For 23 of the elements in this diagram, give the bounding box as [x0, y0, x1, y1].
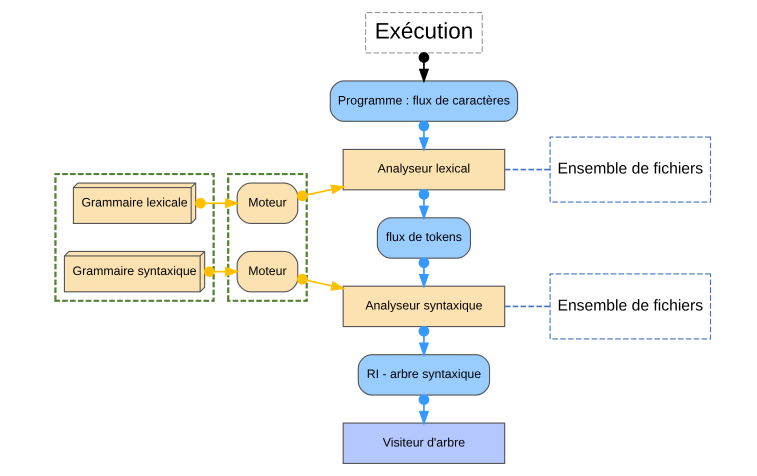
- node-box: Exécution: [365, 12, 483, 54]
- arrow: [418, 52, 430, 84]
- node-box: Analyseur syntaxique: [342, 286, 506, 328]
- arrow: [418, 120, 430, 152]
- node-box: Visiteur d'arbre: [342, 422, 506, 464]
- arrow: [418, 394, 430, 426]
- arrow: [297, 184, 346, 202]
- connector: [504, 168, 550, 170]
- node-box: Analyseur lexical: [342, 148, 506, 190]
- arrow: [297, 274, 346, 291]
- arrow: [418, 189, 430, 220]
- node-box: RI - arbre syntaxique: [358, 354, 490, 396]
- node-box: Ensemble de fichiers: [550, 273, 712, 340]
- arrow: [195, 198, 240, 209]
- arrow: [418, 326, 430, 358]
- node-box: Moteur: [236, 250, 298, 292]
- connector: [504, 306, 550, 308]
- node-box: Programme : flux de caractères: [330, 80, 518, 122]
- arrow: [418, 257, 430, 289]
- node-box: flux de tokens: [376, 217, 472, 259]
- node-box: Moteur: [236, 182, 298, 224]
- node-box: Ensemble de fichiers: [550, 136, 712, 203]
- arrow: [204, 266, 240, 277]
